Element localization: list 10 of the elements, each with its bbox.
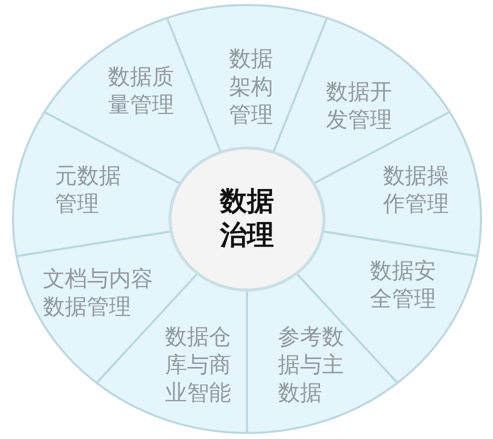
segment-label: 数据操作管理 (383, 163, 450, 219)
hub-label: 数据治理 (219, 185, 275, 253)
segment-label: 数据安全管理 (370, 258, 437, 314)
segment-label: 数据仓库与商业智能 (165, 324, 232, 408)
segment-label: 数据开发管理 (326, 79, 393, 135)
segment-label: 数据质量管理 (108, 64, 175, 120)
segment-label: 元数据管理 (55, 163, 122, 219)
segment-label: 参考数据与主数据 (278, 324, 345, 408)
segment-label: 文档与内容数据管理 (43, 266, 154, 322)
segment-label: 数据架构管理 (229, 46, 274, 130)
